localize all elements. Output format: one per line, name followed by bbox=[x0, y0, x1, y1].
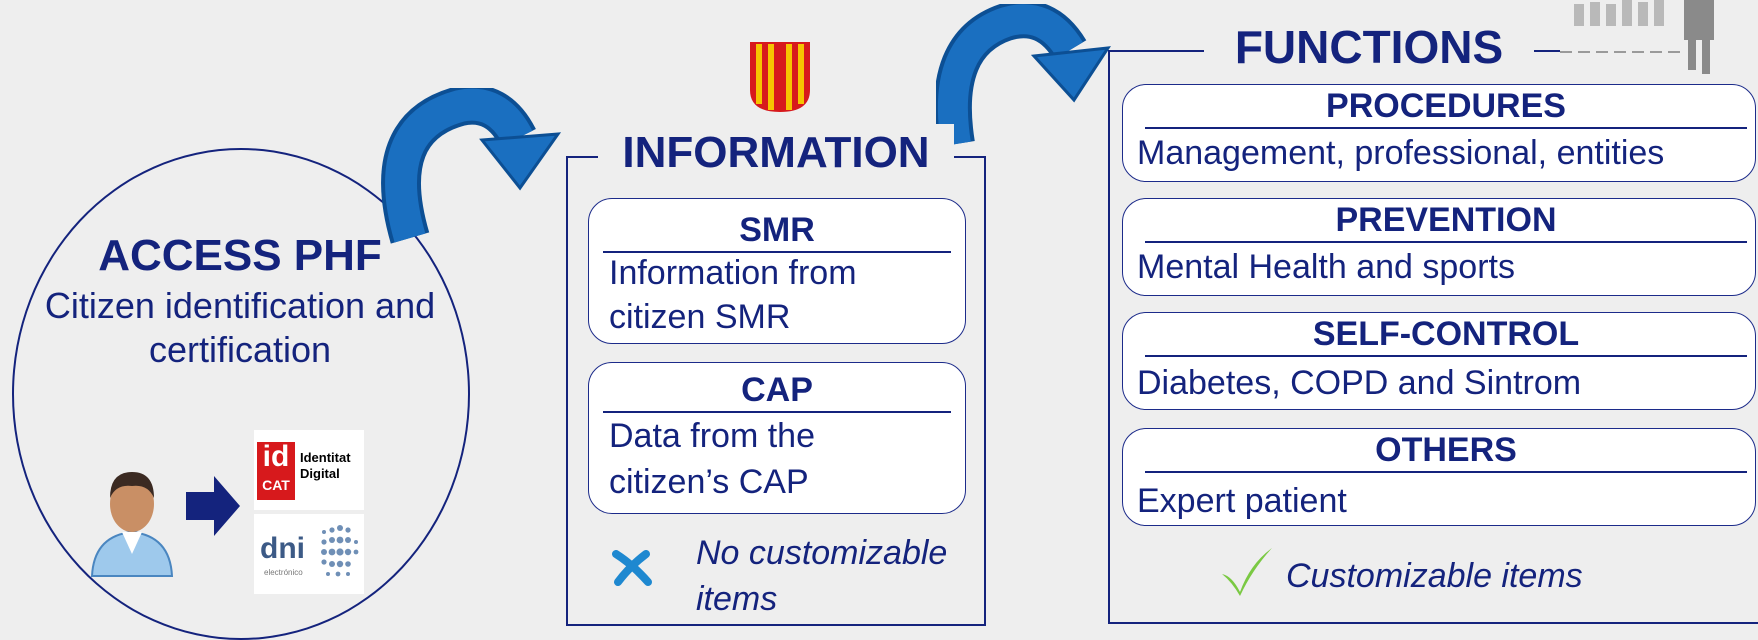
smr-box: SMR Information from citizen SMR bbox=[588, 198, 966, 344]
right-arrow-icon bbox=[186, 476, 240, 536]
procedures-box: PROCEDURES Management, professional, ent… bbox=[1122, 84, 1756, 182]
catalonia-emblem-icon bbox=[750, 42, 810, 112]
smr-title: SMR bbox=[603, 209, 951, 253]
prevention-box: PREVENTION Mental Health and sports bbox=[1122, 198, 1756, 296]
dni-dots-icon bbox=[321, 525, 359, 577]
others-box: OTHERS Expert patient bbox=[1122, 428, 1756, 526]
information-title: INFORMATION bbox=[622, 128, 930, 177]
information-note: No customizable items bbox=[696, 534, 948, 618]
user-icon bbox=[90, 472, 174, 577]
functions-note: Customizable items bbox=[1286, 557, 1583, 595]
procedures-text: Management, professional, entities bbox=[1137, 134, 1665, 172]
others-title: OTHERS bbox=[1145, 429, 1747, 473]
others-text: Expert patient bbox=[1137, 482, 1347, 520]
self-control-title: SELF-CONTROL bbox=[1145, 313, 1747, 357]
self-control-text: Diabetes, COPD and Sintrom bbox=[1137, 364, 1582, 402]
cross-icon bbox=[612, 550, 652, 586]
access-title: ACCESS PHF bbox=[98, 231, 382, 280]
curved-arrow-icon bbox=[381, 88, 562, 244]
functions-title: FUNCTIONS bbox=[1234, 21, 1504, 73]
idcat-line1: Identitat bbox=[300, 450, 351, 465]
cap-box: CAP Data from the citizen’s CAP bbox=[588, 362, 966, 514]
information-title-bg bbox=[598, 124, 954, 190]
prevention-title: PREVENTION bbox=[1145, 199, 1747, 243]
access-description: Citizen identification and certification bbox=[44, 285, 436, 370]
curved-arrow-icon-2 bbox=[936, 4, 1111, 147]
check-icon bbox=[1222, 548, 1272, 596]
dni-logo: dni electrónico bbox=[254, 514, 364, 594]
cap-title: CAP bbox=[603, 369, 951, 413]
idcat-logo: id CAT Identitat Digital bbox=[254, 430, 364, 510]
cap-text: Data from the citizen’s CAP bbox=[609, 417, 815, 501]
self-control-box: SELF-CONTROL Diabetes, COPD and Sintrom bbox=[1122, 312, 1756, 410]
prevention-text: Mental Health and sports bbox=[1137, 248, 1515, 286]
idcat-line2: Digital bbox=[300, 466, 340, 481]
procedures-title: PROCEDURES bbox=[1145, 85, 1747, 129]
people-silhouettes-icon bbox=[1560, 0, 1758, 74]
functions-title-bg bbox=[1204, 14, 1534, 78]
smr-text: Information from citizen SMR bbox=[609, 254, 857, 336]
